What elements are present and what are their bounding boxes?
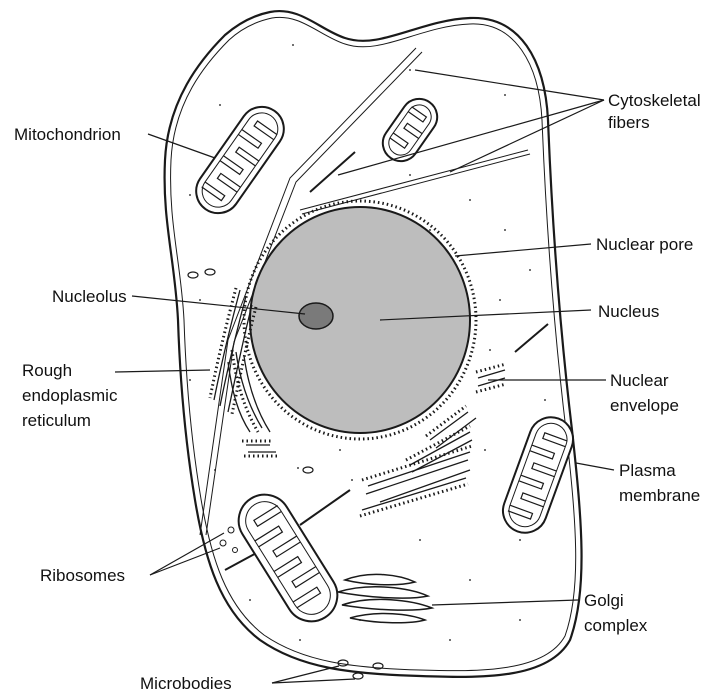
- label-nuclear-envelope-2: envelope: [610, 396, 679, 415]
- label-golgi-2: complex: [584, 616, 648, 635]
- leader-cytoskeletal-2: [338, 100, 604, 175]
- leader-rough-er: [115, 370, 210, 372]
- leader-plasma-membrane: [576, 463, 614, 470]
- label-plasma-membrane-1: Plasma: [619, 461, 676, 480]
- label-nucleolus: Nucleolus: [52, 287, 127, 306]
- label-rough-er-3: reticulum: [22, 411, 91, 430]
- mitochondrion-upper-right: [376, 92, 444, 168]
- ribosome-circles: [220, 527, 238, 553]
- label-mitochondrion: Mitochondrion: [14, 125, 121, 144]
- label-plasma-membrane-2: membrane: [619, 486, 700, 505]
- leader-nuclear-pore: [455, 244, 591, 256]
- leader-cytoskeletal-1: [415, 70, 604, 100]
- leader-golgi: [432, 600, 578, 605]
- label-microbodies: Microbodies: [140, 674, 232, 693]
- label-nuclear-pore: Nuclear pore: [596, 235, 693, 254]
- leader-cytoskeletal-3: [450, 100, 604, 172]
- label-cytoskeletal-fibers-2: fibers: [608, 113, 650, 132]
- golgi-complex: [338, 574, 432, 622]
- label-rough-er-2: endoplasmic: [22, 386, 118, 405]
- label-ribosomes: Ribosomes: [40, 566, 125, 585]
- mitochondrion-upper-left: [188, 98, 293, 222]
- label-nuclear-envelope-1: Nuclear: [610, 371, 669, 390]
- label-golgi-1: Golgi: [584, 591, 624, 610]
- nucleolus: [299, 303, 333, 329]
- nucleus: [244, 201, 476, 439]
- leader-mitochondrion: [148, 134, 215, 158]
- label-rough-er-1: Rough: [22, 361, 72, 380]
- label-nucleus: Nucleus: [598, 302, 659, 321]
- label-cytoskeletal-fibers-1: Cytoskeletal: [608, 91, 701, 110]
- mitochondrion-right: [497, 411, 579, 539]
